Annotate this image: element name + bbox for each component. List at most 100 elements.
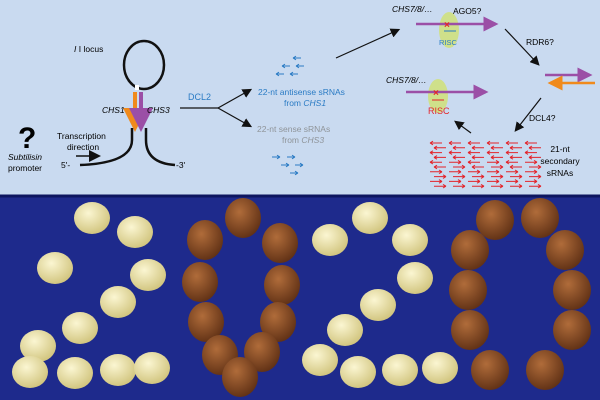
secondary-srna bbox=[429, 150, 442, 155]
secondary-srna bbox=[430, 169, 443, 175]
brown-seed bbox=[471, 350, 509, 390]
yellow-seed bbox=[352, 202, 388, 234]
five-prime-label: 5'- bbox=[61, 160, 70, 170]
yellow-seed bbox=[20, 330, 56, 362]
secondary-srna bbox=[490, 145, 503, 151]
yellow-seed bbox=[302, 344, 338, 376]
secondary-srna bbox=[468, 179, 481, 184]
brown-seed bbox=[182, 262, 218, 302]
brown-seed bbox=[187, 220, 223, 260]
risc-mid-label: RISC bbox=[428, 106, 450, 116]
brown-seed bbox=[546, 230, 584, 270]
secondary-srna bbox=[467, 159, 480, 165]
yellow-seed bbox=[327, 314, 363, 346]
secondary-srna bbox=[510, 183, 523, 189]
brown-seed bbox=[553, 310, 591, 350]
secondary-srna bbox=[449, 179, 462, 184]
chs3-label: CHS3 bbox=[147, 105, 170, 115]
brown-seed bbox=[476, 200, 514, 240]
three-prime-label: -3' bbox=[176, 160, 186, 170]
brown-seed bbox=[222, 357, 258, 397]
chs1-label: CHS1 bbox=[102, 105, 125, 115]
secondary-srna bbox=[525, 159, 538, 165]
brown-seed bbox=[225, 198, 261, 238]
secondary-srna bbox=[471, 155, 484, 160]
secondary-srna bbox=[505, 150, 518, 155]
secondary-srna bbox=[449, 169, 462, 175]
yellow-seed bbox=[392, 224, 428, 256]
target-top-label: CHS7/8/… bbox=[392, 4, 433, 14]
secondary-srna bbox=[486, 150, 499, 155]
secondary-label-3: sRNAs bbox=[547, 168, 573, 178]
secondary-srna bbox=[472, 174, 485, 179]
seeds-2020 bbox=[12, 198, 591, 397]
antisense-srna bbox=[275, 71, 284, 77]
yellow-seed bbox=[100, 354, 136, 386]
yellow-seed bbox=[37, 252, 73, 284]
yellow-seed bbox=[57, 357, 93, 389]
secondary-srna bbox=[434, 174, 447, 179]
brown-seed bbox=[553, 270, 591, 310]
secondary-srna bbox=[529, 174, 542, 179]
dcl4-label: DCL4? bbox=[529, 113, 556, 123]
yellow-seed bbox=[360, 289, 396, 321]
transcription-label-1: Transcription bbox=[57, 131, 106, 141]
secondary-srna bbox=[434, 183, 447, 189]
secondary-srna bbox=[452, 155, 465, 160]
secondary-srna bbox=[505, 159, 518, 165]
risc-top-label: RISC bbox=[439, 38, 458, 47]
promoter-label-2: promoter bbox=[8, 163, 42, 173]
secondary-srna bbox=[506, 169, 519, 175]
yellow-seed bbox=[74, 202, 110, 234]
secondary-srna bbox=[448, 140, 461, 146]
secondary-srna bbox=[448, 150, 461, 155]
sense-srna-arrows bbox=[272, 154, 304, 176]
secondary-srna bbox=[525, 179, 538, 184]
secondary-srna bbox=[449, 159, 462, 165]
secondary-srna bbox=[467, 140, 480, 146]
secondary-srna bbox=[472, 183, 485, 189]
brown-seed bbox=[262, 223, 298, 263]
secondary-srna bbox=[487, 179, 500, 184]
sense-label-2: from CHS3 bbox=[282, 135, 324, 145]
yellow-seed bbox=[397, 262, 433, 294]
yellow-seed bbox=[12, 356, 48, 388]
secondary-srna-arrows bbox=[429, 140, 542, 189]
secondary-srna bbox=[509, 164, 522, 170]
locus-label: I I locus bbox=[74, 44, 103, 54]
secondary-srna bbox=[430, 179, 443, 184]
antisense-srna bbox=[292, 55, 301, 61]
secondary-srna bbox=[487, 159, 500, 165]
sense-label-1: 22-nt sense sRNAs bbox=[257, 124, 330, 134]
sense-srna bbox=[281, 162, 290, 168]
secondary-srna bbox=[467, 150, 480, 155]
secondary-srna bbox=[453, 174, 466, 179]
brown-seed bbox=[526, 350, 564, 390]
secondary-srna bbox=[471, 145, 484, 151]
brown-seed bbox=[264, 265, 300, 305]
brown-seed bbox=[260, 302, 296, 342]
secondary-srna bbox=[525, 169, 538, 175]
sense-srna bbox=[287, 154, 296, 160]
brown-seed bbox=[451, 230, 489, 270]
secondary-srna bbox=[524, 150, 537, 155]
risc-complex-mid bbox=[428, 79, 448, 113]
yellow-seed bbox=[340, 356, 376, 388]
secondary-srna bbox=[524, 140, 537, 146]
cleavage-icon: × bbox=[444, 20, 450, 31]
secondary-srna bbox=[468, 169, 481, 175]
yellow-seed bbox=[62, 312, 98, 344]
secondary-srna bbox=[433, 145, 446, 151]
antisense-srna bbox=[289, 71, 298, 77]
risc-complex-top bbox=[439, 12, 459, 48]
yellow-seed bbox=[134, 352, 170, 384]
antisense-label-2: from CHS1 bbox=[284, 98, 326, 108]
secondary-srna bbox=[491, 164, 504, 170]
sense-srna bbox=[295, 162, 304, 168]
secondary-srna bbox=[433, 164, 446, 170]
secondary-srna bbox=[491, 183, 504, 189]
secondary-srna bbox=[529, 164, 542, 170]
secondary-srna bbox=[487, 169, 500, 175]
